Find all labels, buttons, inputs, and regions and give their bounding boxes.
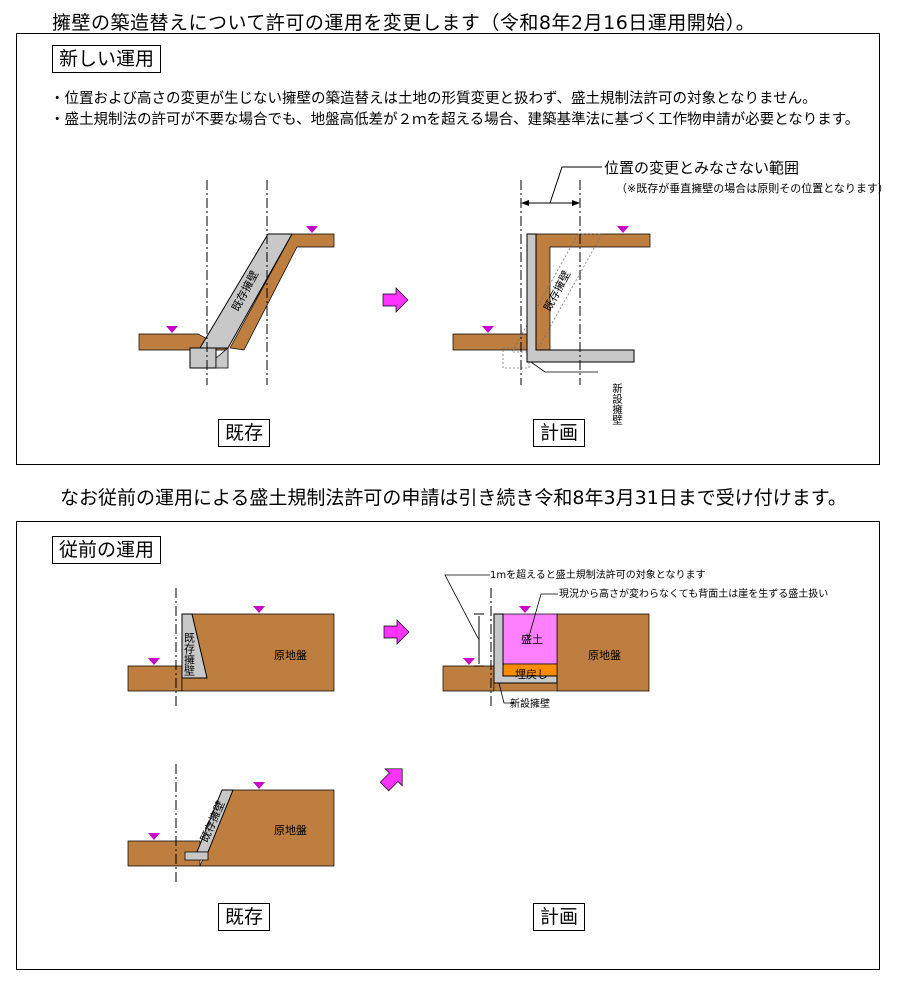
old-operation-panel: [16, 521, 880, 970]
caption-existing-old: 既存: [218, 903, 271, 931]
caption-existing: 既存: [218, 419, 271, 447]
new-operation-panel: [16, 33, 880, 465]
old-operation-label: 従前の運用: [52, 536, 162, 564]
page-title: 擁壁の築造替えについて許可の運用を変更します（令和8年2月16日運用開始）。: [52, 12, 756, 34]
note-text: なお従前の運用による盛土規制法許可の申請は引き続き令和8年3月31日まで受け付け…: [60, 487, 847, 509]
caption-plan-old: 計画: [533, 903, 586, 931]
caption-plan: 計画: [533, 419, 586, 447]
new-operation-label: 新しい運用: [52, 45, 162, 73]
bullet-1: ・位置および高さの変更が生じない擁壁の築造替えは土地の形質変更と扱わず、盛土規制…: [50, 91, 817, 107]
new-operation-bullets: ・位置および高さの変更が生じない擁壁の築造替えは土地の形質変更と扱わず、盛土規制…: [50, 89, 859, 131]
bullet-2: ・盛土規制法の許可が不要な場合でも、地盤高低差が２ｍを超える場合、建築基準法に基…: [50, 112, 860, 128]
